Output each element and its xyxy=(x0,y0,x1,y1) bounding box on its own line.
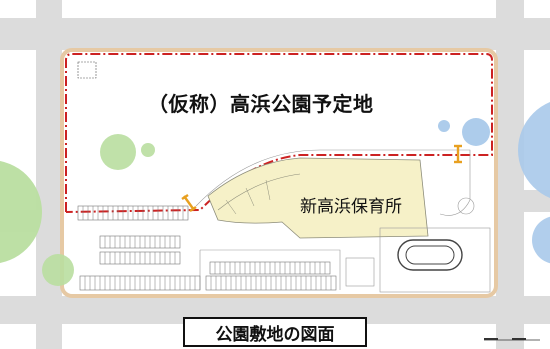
blue-circle-small xyxy=(462,118,490,146)
map-caption: 公園敷地の図面 xyxy=(215,324,335,345)
nursery-building xyxy=(207,157,429,239)
park-site-label: （仮称）高浜公園予定地 xyxy=(148,92,374,116)
nursery-label: 新高浜保育所 xyxy=(300,197,402,217)
fire-cistern-box xyxy=(77,61,97,79)
access-marker-left xyxy=(181,194,197,212)
green-circle-medium xyxy=(100,134,136,170)
green-circle-large xyxy=(0,160,42,264)
running-track xyxy=(397,239,463,271)
blue-circle-large xyxy=(518,102,550,198)
green-circle-small xyxy=(42,254,74,286)
road-north xyxy=(0,18,550,50)
access-marker-right xyxy=(454,144,462,164)
road-east xyxy=(496,0,524,349)
scale-bar xyxy=(484,338,540,341)
road-west xyxy=(36,0,62,349)
caption-box: 公園敷地の図面 xyxy=(183,317,367,347)
